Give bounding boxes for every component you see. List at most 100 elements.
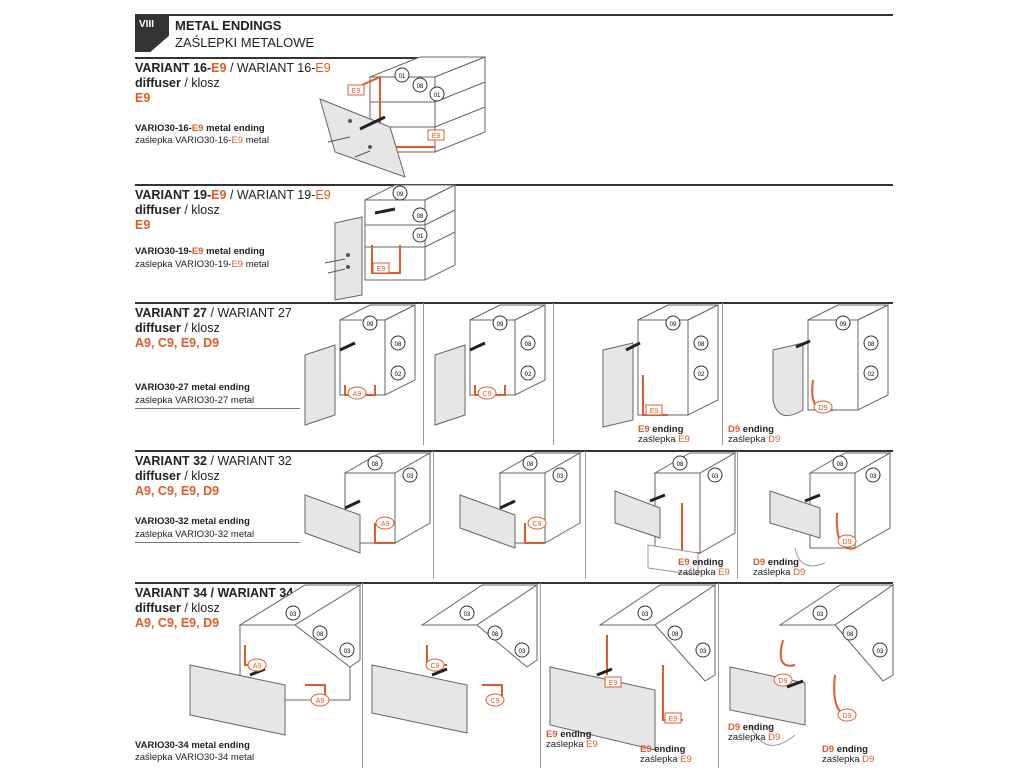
- svg-text:E9: E9: [669, 716, 678, 723]
- panel-divider: [423, 303, 424, 445]
- v32-drawing-e9: 08 03: [614, 452, 737, 576]
- section-variant-19: VARIANT 19-E9 / WARIANT 19-E9 diffuser /…: [135, 184, 893, 299]
- callout-09: 09: [397, 192, 404, 198]
- svg-text:08: 08: [698, 342, 705, 348]
- callout-e9: E9: [377, 266, 386, 273]
- svg-text:09: 09: [367, 322, 374, 328]
- svg-text:03: 03: [817, 612, 824, 618]
- callout-01: 01: [417, 234, 424, 240]
- callout-e9: E9: [352, 88, 361, 95]
- v27-drawing-a9: 09 08 02 A9: [304, 304, 416, 426]
- caption-e9-ending: E9 ending: [678, 557, 724, 568]
- svg-text:09: 09: [497, 322, 504, 328]
- ending-name-en: VARIO30-16-E9 metal ending: [135, 123, 265, 134]
- ending-name-pl: zaślepka VARIO30-19-E9 metal: [135, 259, 269, 270]
- section-title: VARIANT 34 / WARIANT 34: [135, 586, 294, 600]
- header-title-en: METAL ENDINGS: [175, 18, 282, 33]
- section-variant-27: VARIANT 27 / WARIANT 27 diffuser / klosz…: [135, 302, 893, 447]
- ending-name-pl: zaślepka VARIO30-16-E9 metal: [135, 135, 269, 146]
- ending-underline: [135, 542, 300, 543]
- svg-text:08: 08: [677, 462, 684, 468]
- diffuser-label: diffuser / klosz: [135, 601, 220, 615]
- svg-text:09: 09: [670, 322, 677, 328]
- svg-text:08: 08: [372, 462, 379, 468]
- panel-divider: [585, 451, 586, 579]
- v34-drawing-e9: 03 08 03 E9 E9: [549, 584, 717, 751]
- v32-drawing-d9: 08 03 D9: [769, 452, 892, 567]
- caption-d9-ending-left: D9 ending: [728, 722, 774, 733]
- callout-e9b: E9: [432, 133, 441, 140]
- caption-e9-zaslepka: zaślepka E9: [678, 567, 730, 578]
- section-rule: [135, 582, 893, 584]
- ending-name-pl: zaślepka VARIO30-32 metal: [135, 529, 255, 540]
- svg-text:08: 08: [525, 342, 532, 348]
- svg-text:E9: E9: [650, 408, 659, 415]
- svg-text:03: 03: [290, 612, 297, 618]
- caption-d9-ending-right: D9 ending: [822, 744, 868, 755]
- svg-text:D9: D9: [843, 713, 852, 720]
- section-title: VARIANT 27 / WARIANT 27: [135, 306, 292, 320]
- svg-text:08: 08: [527, 462, 534, 468]
- chapter-number: VIII: [139, 19, 155, 30]
- svg-text:C9: C9: [483, 391, 492, 398]
- svg-text:08: 08: [492, 632, 499, 638]
- v27-drawing-e9: 09 08 02 E9: [602, 304, 719, 428]
- v34-drawing-c9: 03 08 03 C9 C9: [371, 584, 539, 734]
- panel-divider: [540, 583, 541, 768]
- diffuser-label: diffuser / klosz: [135, 469, 220, 483]
- svg-text:09: 09: [840, 322, 847, 328]
- caption-d9-zaslepka: zaślepka D9: [753, 567, 806, 578]
- v27-drawing-d9: 09 08 02 D9: [772, 304, 889, 417]
- header-rule: [135, 14, 893, 16]
- ending-underline: [135, 408, 300, 409]
- callout-01: 01: [399, 74, 406, 80]
- v34-drawing-a9: 03 08 03 A9 A9: [189, 584, 362, 736]
- caption-d9-zaslepka: zaślepka D9: [728, 434, 781, 445]
- section-variant-16: VARIANT 16-E9 / WARIANT 16-E9 diffuser /…: [135, 57, 893, 177]
- section-rule: [135, 57, 485, 59]
- svg-text:A9: A9: [353, 391, 362, 398]
- svg-text:D9: D9: [819, 405, 828, 412]
- svg-text:03: 03: [642, 612, 649, 618]
- v32-drawing-c9: 08 03 C9: [459, 452, 582, 549]
- caption-e9-ending-left: E9 ending: [546, 729, 592, 740]
- callout-01b: 01: [434, 93, 441, 99]
- profile-drawing-v19: 09 08 01 E9: [324, 184, 456, 301]
- svg-text:03: 03: [519, 649, 526, 655]
- caption-d9-ending: D9 ending: [728, 424, 774, 435]
- svg-text:02: 02: [868, 372, 875, 378]
- svg-text:03: 03: [344, 649, 351, 655]
- ending-name-en: VARIO30-34 metal ending: [135, 740, 250, 751]
- svg-text:A9: A9: [316, 698, 325, 705]
- diffuser-label: diffuser / klosz: [135, 321, 220, 335]
- callouts-v16: 01 08 01 E9 E9: [347, 67, 445, 141]
- section-header: VIII METAL ENDINGS ZAŚLEPKI METALOWE: [135, 14, 893, 52]
- diffuser-label: diffuser / klosz: [135, 203, 220, 217]
- section-rule: [135, 302, 893, 304]
- diffuser-label: diffuser / klosz: [135, 76, 220, 90]
- svg-text:02: 02: [525, 372, 532, 378]
- svg-text:A9: A9: [381, 521, 390, 528]
- svg-text:03: 03: [557, 474, 564, 480]
- header-title-pl: ZAŚLEPKI METALOWE: [175, 35, 315, 50]
- panel-divider: [433, 451, 434, 579]
- v32-drawing-a9: 08 03 A9: [304, 452, 432, 554]
- svg-text:08: 08: [317, 632, 324, 638]
- svg-text:C9: C9: [533, 521, 542, 528]
- diffuser-codes: A9, C9, E9, D9: [135, 336, 220, 350]
- section-title: VARIANT 32 / WARIANT 32: [135, 454, 292, 468]
- caption-e9-zaslepka: zaślepka E9: [638, 434, 690, 445]
- callout-08: 08: [417, 214, 424, 220]
- ending-name-pl: zaślepka VARIO30-27 metal: [135, 395, 255, 406]
- caption-e9-ending-right: E9 ending: [640, 744, 686, 755]
- caption-e9-zaslepka-left: zaślepka E9: [546, 739, 598, 750]
- section-rule: [135, 450, 893, 452]
- svg-text:03: 03: [870, 474, 877, 480]
- svg-text:D9: D9: [843, 539, 852, 546]
- section-rule: [135, 184, 893, 186]
- panel-divider: [722, 303, 723, 445]
- caption-d9-zaslepka-left: zaślepka D9: [728, 732, 781, 743]
- section-variant-34: VARIANT 34 / WARIANT 34 diffuser / klosz…: [135, 582, 893, 768]
- svg-text:03: 03: [700, 649, 707, 655]
- ending-name-en: VARIO30-32 metal ending: [135, 516, 250, 527]
